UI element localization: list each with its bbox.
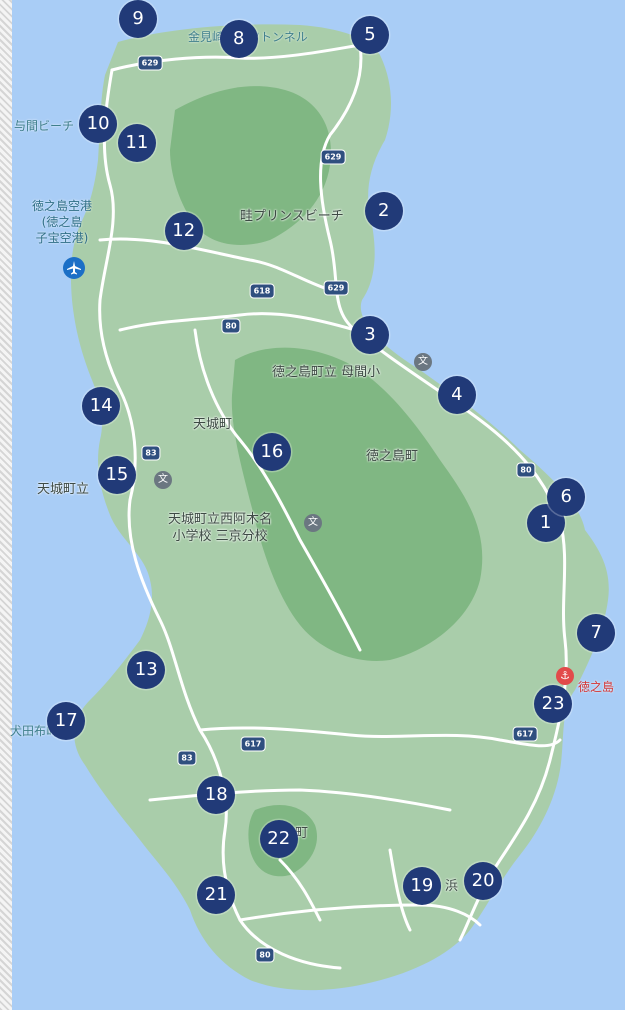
route-shield-617-east: 617: [512, 726, 538, 742]
map-label-tokunoshima-town: 徳之島町: [366, 449, 419, 464]
map-marker-4[interactable]: 4: [437, 375, 476, 414]
map-label-port: 徳之島: [578, 680, 615, 694]
route-shield-618: 618: [249, 283, 275, 299]
map-marker-7[interactable]: 7: [577, 614, 616, 653]
route-shield-80-east: 80: [516, 462, 536, 478]
map-label-boma-school: 徳之島町立 母間小: [272, 365, 381, 380]
school-icon[interactable]: 文: [304, 514, 322, 532]
left-border-stripe: [0, 0, 12, 1010]
map-marker-3[interactable]: 3: [351, 316, 389, 355]
map-marker-6[interactable]: 6: [547, 477, 586, 516]
map-marker-21[interactable]: 21: [197, 875, 236, 914]
school-icon[interactable]: 文: [154, 471, 172, 489]
route-shield-83-south: 83: [177, 750, 197, 766]
map-marker-9[interactable]: 9: [119, 0, 158, 39]
map-marker-20[interactable]: 20: [464, 861, 503, 900]
map-label-inutabu: 犬田布岬: [10, 724, 59, 738]
port-icon[interactable]: ⚓: [556, 667, 574, 685]
map-marker-10[interactable]: 10: [79, 105, 118, 144]
map-marker-17[interactable]: 17: [47, 702, 86, 741]
map-marker-22[interactable]: 22: [259, 820, 298, 859]
map-label-nishiagina-school: 天城町立西阿木名 小学校 三京分校: [168, 512, 273, 544]
map-marker-15[interactable]: 15: [97, 455, 136, 494]
map-label-prince-beach: 畦プリンスビーチ: [240, 209, 344, 224]
route-shield-629-mid: 629: [323, 280, 349, 296]
route-shield-80-north: 80: [221, 318, 241, 334]
map-label-isen-town: 町: [295, 826, 309, 841]
map-label-beach-west: 与間ビーチ: [14, 119, 75, 133]
map-marker-11[interactable]: 11: [117, 124, 156, 163]
forest-north: [170, 86, 331, 245]
map-marker-13[interactable]: 13: [127, 650, 166, 689]
map-label-amagi-school: 天城町立: [37, 482, 90, 497]
route-shield-617-west: 617: [240, 736, 266, 752]
map-marker-12[interactable]: 12: [164, 212, 203, 251]
forest-central: [231, 347, 483, 661]
map-marker-23[interactable]: 23: [534, 684, 573, 723]
route-shield-629-north: 629: [137, 55, 163, 71]
airport-icon[interactable]: [63, 257, 85, 279]
map-label-airport: 徳之島空港 (徳之島 子宝空港): [32, 199, 93, 245]
map-marker-5[interactable]: 5: [351, 16, 389, 55]
route-shield-83-west: 83: [141, 445, 161, 461]
plane-icon: [67, 261, 81, 275]
route-shield-80-south: 80: [255, 947, 275, 963]
map-marker-19[interactable]: 19: [402, 866, 441, 905]
school-icon[interactable]: 文: [414, 353, 432, 371]
roads: [98, 43, 568, 970]
map-marker-18[interactable]: 18: [197, 775, 236, 814]
map-marker-2[interactable]: 2: [364, 192, 403, 231]
map-label-hama: 浜: [445, 879, 459, 894]
map-marker-8[interactable]: 8: [219, 20, 258, 59]
map-marker-14[interactable]: 14: [82, 387, 121, 426]
map-label-amagi-town: 天城町: [193, 417, 233, 432]
map-marker-16[interactable]: 16: [252, 433, 291, 472]
route-shield-629-east: 629: [320, 149, 346, 165]
